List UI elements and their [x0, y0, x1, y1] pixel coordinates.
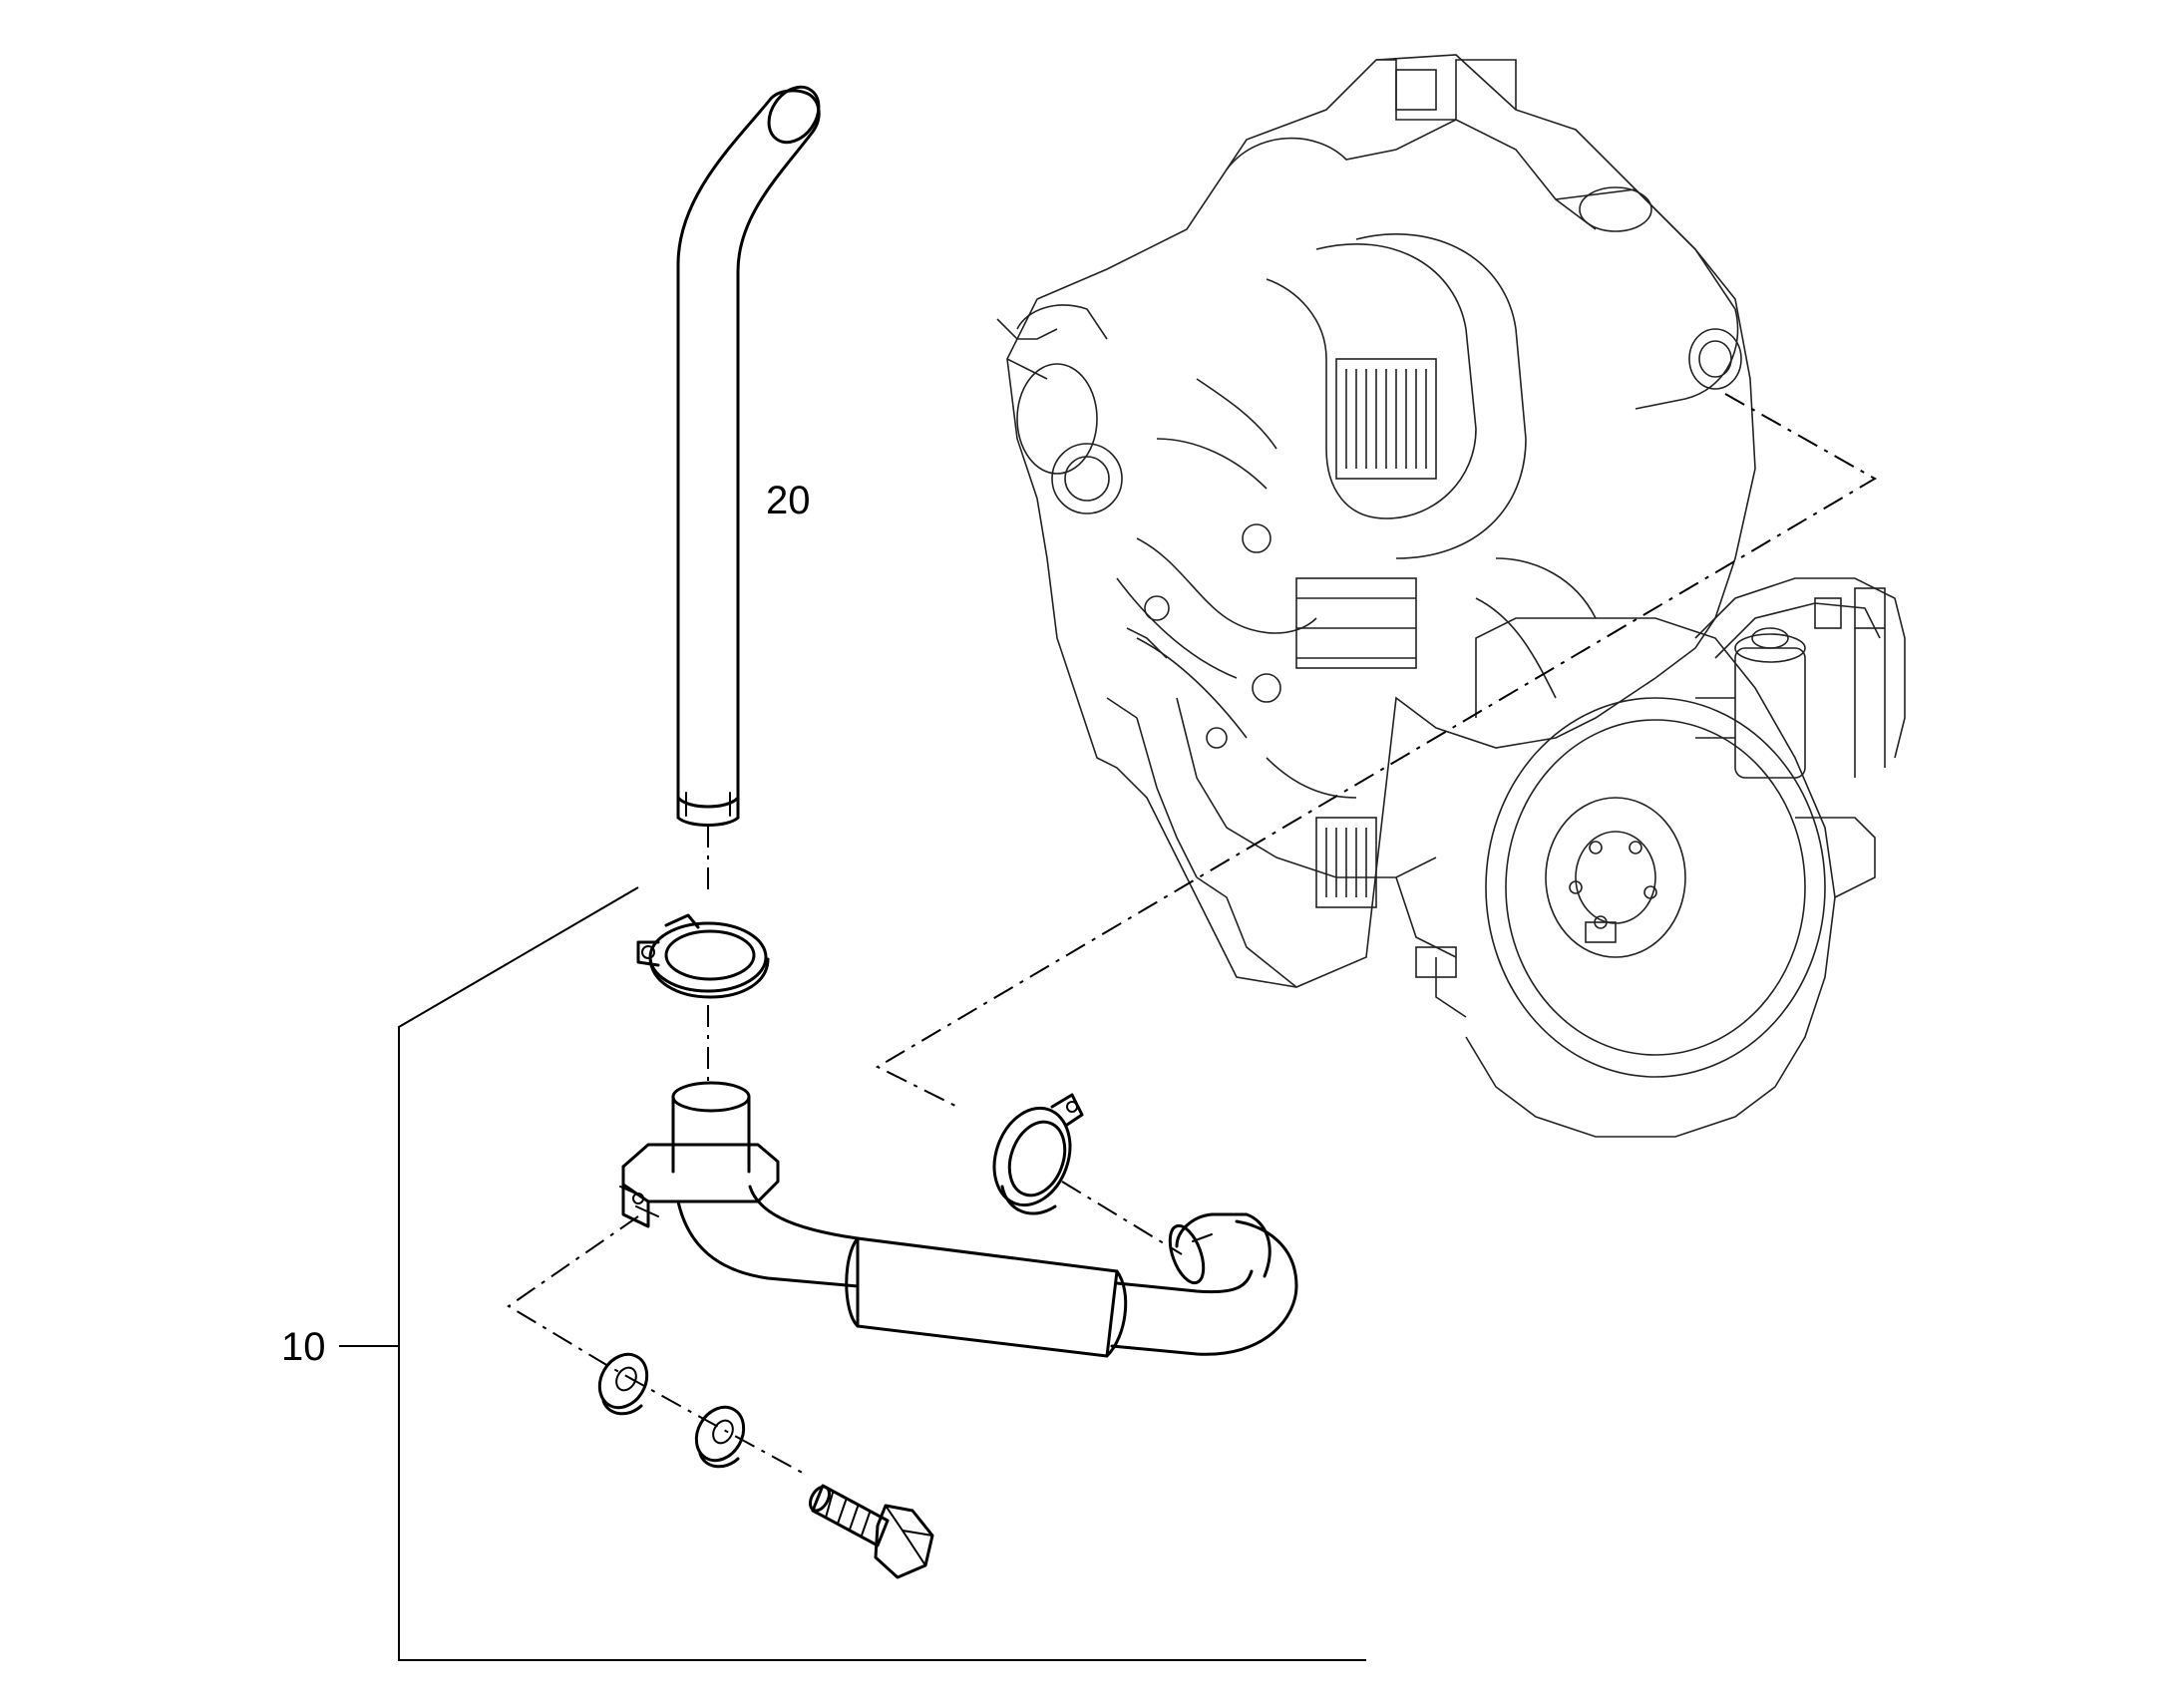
washer-1: [597, 1352, 649, 1416]
leader-lines: [339, 886, 1366, 1661]
washer-2: [694, 1405, 746, 1469]
upper-clamp: [636, 913, 770, 999]
callout-10: 10: [281, 1325, 326, 1369]
exhaust-pipe-assembly: [619, 1081, 1298, 1358]
callout-20: 20: [766, 479, 811, 522]
engine-illustration: [996, 54, 1906, 1138]
centerline-flange-to-bolt: [507, 1215, 809, 1477]
centerline-engine-to-elbow: [875, 393, 1877, 1255]
hex-bolt: [809, 1484, 934, 1579]
right-clamp: [992, 1093, 1084, 1215]
exhaust-stack-pipe: [676, 85, 821, 827]
